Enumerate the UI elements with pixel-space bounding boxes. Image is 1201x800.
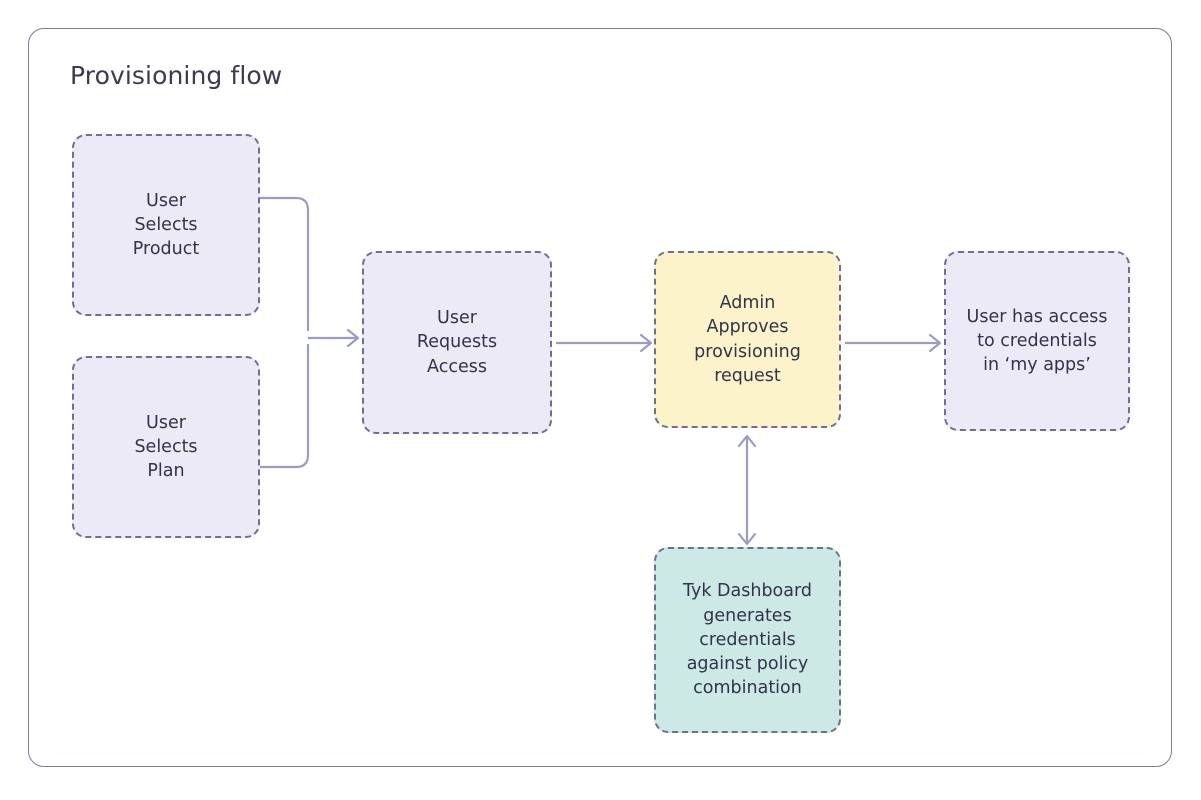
node-user-has-access-to-credentials[interactable]: User has access to credentials in ‘my ap…: [944, 251, 1130, 431]
node-tyk-dashboard-generates-credentials[interactable]: Tyk Dashboard generates credentials agai…: [654, 547, 841, 733]
diagram-frame: [28, 28, 1172, 767]
page-title: Provisioning flow: [70, 61, 283, 90]
node-label: User has access to credentials in ‘my ap…: [966, 306, 1108, 376]
node-user-selects-plan[interactable]: User Selects Plan: [72, 356, 260, 538]
node-label: User Requests Access: [416, 308, 498, 377]
node-admin-approves-provisioning-request[interactable]: Admin Approves provisioning request: [654, 251, 841, 428]
node-label: Admin Approves provisioning request: [694, 292, 801, 386]
node-label: Tyk Dashboard generates credentials agai…: [683, 581, 812, 699]
node-user-requests-access[interactable]: User Requests Access: [362, 251, 552, 434]
node-label: User Selects Product: [132, 190, 200, 260]
node-user-selects-product[interactable]: User Selects Product: [72, 134, 260, 316]
node-label: User Selects Plan: [134, 412, 198, 482]
